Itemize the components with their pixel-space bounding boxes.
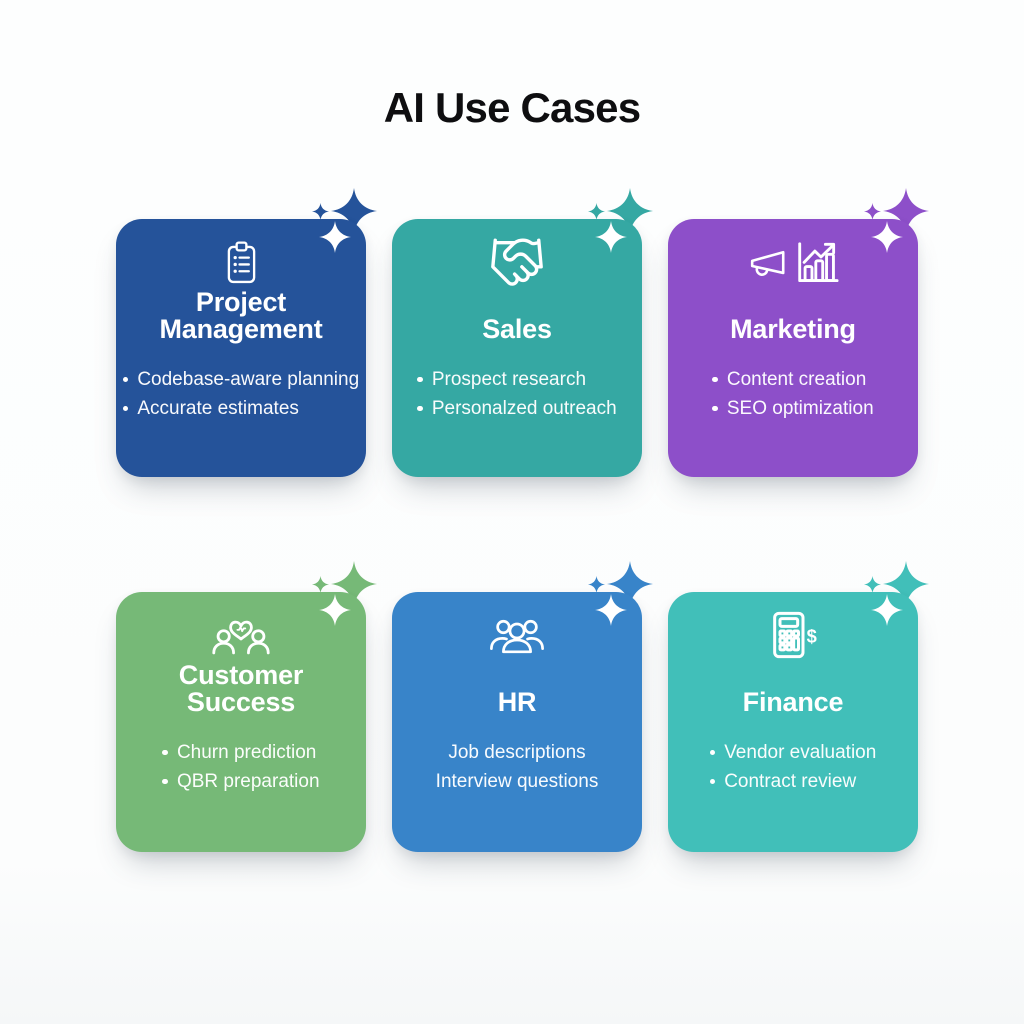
card-items: Prospect research Personalzed outreach	[417, 365, 617, 423]
customers-heart-icon	[116, 610, 366, 660]
page-title: AI Use Cases	[383, 84, 641, 131]
card-hr: HR Job descriptions Interview questions	[392, 561, 653, 852]
list-item: SEO optimization	[712, 394, 874, 423]
sparkle-icon	[312, 576, 329, 593]
card-items: Churn prediction QBR preparation	[162, 738, 320, 796]
list-item: Vendor evaluation	[709, 738, 876, 767]
card-customer-success: Customer Success Churn prediction QBR pr…	[116, 561, 377, 852]
card-title: Project Management	[159, 287, 323, 344]
list-item: Churn prediction	[162, 738, 319, 767]
sparkle-icon	[312, 203, 329, 220]
sparkle-icon	[588, 576, 605, 593]
card-sales: Sales Prospect research Personalzed outr…	[392, 188, 653, 477]
handshake-icon	[392, 237, 642, 287]
sparkle-icon	[595, 221, 627, 253]
sparkle-icon	[871, 221, 903, 253]
card-title: HR	[497, 687, 537, 717]
sparkle-icon	[871, 594, 903, 626]
card-title: Finance	[742, 687, 844, 717]
sparkle-icon	[607, 561, 653, 607]
bullet-dot	[709, 749, 716, 756]
card-items: Job descriptions Interview questions	[392, 738, 642, 796]
team-icon	[392, 610, 642, 660]
list-item: Content creation	[712, 365, 873, 394]
clipboard-checklist-icon	[116, 237, 366, 287]
sparkle-icon	[883, 188, 929, 234]
sparkle-icon	[883, 561, 929, 607]
bullet-dot	[712, 376, 718, 383]
card-finance: $ Finance Vendor evaluation Contract rev…	[668, 561, 929, 852]
bullet-dot	[162, 749, 168, 756]
card-items: Codebase-aware planning Accurate estimat…	[122, 365, 359, 423]
bullet-dot	[122, 376, 129, 383]
bullet-dot	[417, 376, 423, 383]
list-item: Contract review	[709, 767, 877, 796]
sparkle-icon	[331, 188, 377, 234]
card-items: Content creation SEO optimization	[712, 365, 874, 423]
list-item: QBR preparation	[162, 767, 320, 796]
card-title: Customer Success	[178, 660, 304, 717]
list-item: Interview questions	[435, 771, 599, 792]
card-items: Vendor evaluation Contract review	[709, 738, 877, 796]
card-title: Marketing	[730, 314, 856, 344]
bullet-dot	[122, 405, 129, 412]
card-title: Sales	[482, 314, 552, 344]
sparkle-icon	[331, 561, 377, 607]
calculator-dollar-icon: $	[668, 610, 918, 660]
sparkle-icon	[864, 576, 881, 593]
sparkle-icon	[319, 221, 351, 253]
sparkle-icon	[607, 188, 653, 234]
list-item: Accurate estimates	[122, 394, 359, 423]
list-item: Job descriptions	[448, 742, 586, 763]
megaphone-growth-chart-icon	[668, 237, 918, 287]
bullet-dot	[709, 778, 716, 785]
sparkle-icon	[588, 203, 605, 220]
bullet-dot	[162, 778, 168, 785]
svg-text:$: $	[807, 626, 817, 647]
list-item: Codebase-aware planning	[122, 365, 359, 394]
list-item: Prospect research	[417, 365, 616, 394]
card-project-management: Project Management Codebase-aware planni…	[116, 188, 377, 477]
bullet-dot	[712, 405, 718, 412]
list-item: Personalzed outreach	[417, 394, 617, 423]
sparkle-icon	[595, 594, 627, 626]
sparkle-icon	[319, 594, 351, 626]
card-marketing: Marketing Content creation SEO optimizat…	[668, 188, 929, 477]
sparkle-icon	[864, 203, 881, 220]
bullet-dot	[417, 405, 423, 412]
